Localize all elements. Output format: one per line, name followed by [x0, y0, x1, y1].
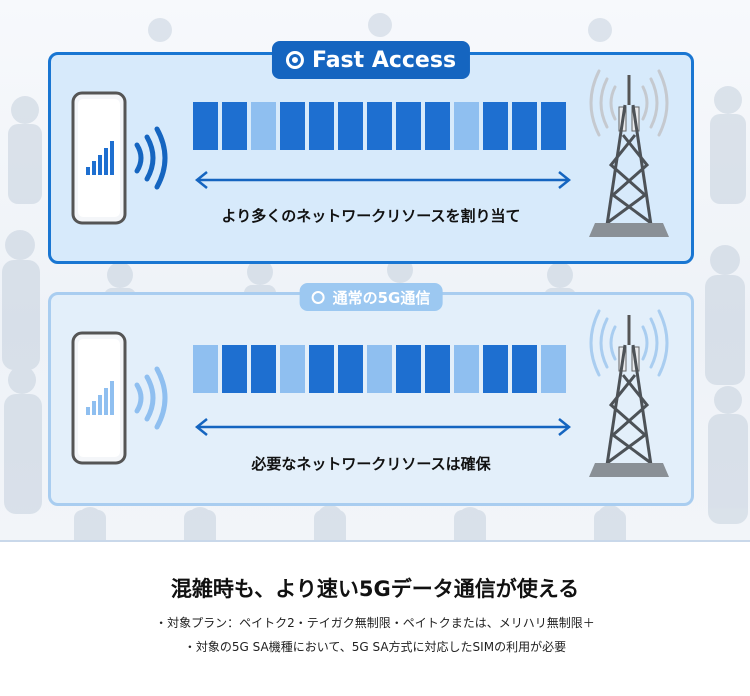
resource-block	[222, 345, 247, 393]
resource-block	[454, 345, 479, 393]
resource-blocks	[193, 345, 566, 393]
resource-block	[425, 102, 450, 150]
double-arrow-icon	[194, 171, 572, 189]
resource-block	[309, 345, 334, 393]
cell-tower-icon	[589, 69, 669, 237]
resource-block	[251, 345, 276, 393]
resource-block	[396, 345, 421, 393]
resource-block	[512, 102, 537, 150]
resource-block	[222, 102, 247, 150]
resource-block	[541, 102, 566, 150]
resource-block	[367, 345, 392, 393]
resource-block	[454, 102, 479, 150]
circle-icon	[311, 290, 325, 304]
signal-waves-icon	[134, 366, 168, 430]
signal-waves-icon	[134, 126, 168, 190]
cell-tower-icon	[589, 309, 669, 477]
fast-access-title: Fast Access	[311, 47, 457, 73]
headline: 混雑時も、より速い5Gデータ通信が使える	[170, 577, 580, 601]
note-sa-requirement: ・対象の5G SA機種において、5G SA方式に対応したSIMの利用が必要	[183, 640, 567, 654]
crowd-illustration	[2, 13, 748, 540]
resource-block	[338, 102, 363, 150]
resource-block	[193, 102, 218, 150]
double-circle-icon	[285, 51, 304, 69]
normal-5g-title: 通常の5G通信	[332, 288, 431, 307]
resource-block	[367, 102, 392, 150]
normal-5g-panel: 通常の5G通信 必要なネットワークリソースは確保	[48, 283, 694, 506]
resource-block	[251, 102, 276, 150]
resource-block	[193, 345, 218, 393]
normal-5g-caption: 必要なネットワークリソースは確保	[251, 455, 491, 473]
note-target-plans: ・対象プラン：ペイトク2・テイガク無制限・ペイトクまたは、メリハリ無制限＋	[155, 616, 595, 630]
resource-block	[280, 102, 305, 150]
resource-block	[512, 345, 537, 393]
smartphone-icon	[71, 91, 168, 225]
fast-access-panel: Fast Access より多くのネットワークリソースを割り当て	[48, 41, 694, 264]
section-divider	[0, 540, 750, 542]
resource-blocks	[193, 102, 566, 150]
smartphone-icon	[71, 331, 168, 465]
resource-block	[309, 102, 334, 150]
resource-block	[541, 345, 566, 393]
fast-access-caption: より多くのネットワークリソースを割り当て	[221, 207, 521, 225]
resource-block	[483, 102, 508, 150]
resource-block	[396, 102, 421, 150]
resource-block	[483, 345, 508, 393]
double-arrow-icon	[194, 418, 572, 436]
resource-block	[280, 345, 305, 393]
resource-block	[338, 345, 363, 393]
fast-access-badge: Fast Access	[271, 41, 471, 79]
normal-5g-badge: 通常の5G通信	[299, 283, 443, 311]
resource-block	[425, 345, 450, 393]
